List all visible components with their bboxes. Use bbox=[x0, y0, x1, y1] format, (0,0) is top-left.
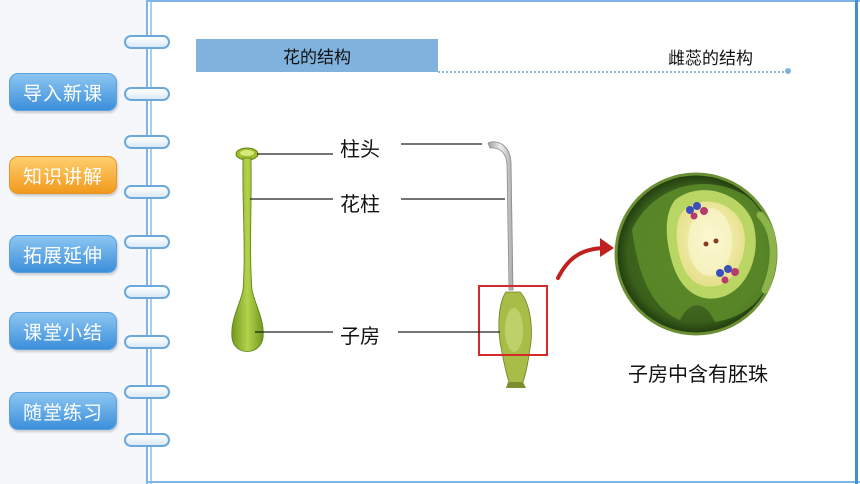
nav-button-label: 知识讲解 bbox=[22, 165, 103, 188]
binder-ring-icon bbox=[124, 385, 170, 399]
nav-button-knowledge[interactable]: 知识讲解 bbox=[9, 156, 117, 194]
binder-ring-icon bbox=[124, 433, 170, 447]
page-bottom-border bbox=[148, 481, 860, 483]
binder-ring-icon bbox=[124, 185, 170, 199]
curved-arrow-icon bbox=[556, 238, 614, 280]
section-title-bar: 花的结构 bbox=[196, 39, 438, 72]
page-title: 花的结构 bbox=[283, 48, 351, 68]
binder-ring-icon bbox=[124, 235, 170, 249]
ovary-highlight-box bbox=[478, 285, 548, 356]
binder-ring-icon bbox=[124, 285, 170, 299]
label-ovary: 子房 bbox=[340, 324, 380, 348]
nav-button-practice[interactable]: 随堂练习 bbox=[9, 392, 117, 430]
nav-button-label: 随堂练习 bbox=[22, 401, 103, 424]
page-top-border bbox=[148, 0, 860, 2]
binder-ring-icon bbox=[124, 35, 170, 49]
label-style: 花柱 bbox=[340, 192, 380, 216]
page-right-border bbox=[855, 0, 858, 484]
binder-ring-icon bbox=[124, 335, 170, 349]
nav-button-intro[interactable]: 导入新课 bbox=[9, 73, 117, 111]
pistil-green-illustration bbox=[231, 147, 264, 352]
diagram-caption: 子房中含有胚珠 bbox=[628, 362, 768, 386]
binder-ring-icon bbox=[124, 87, 170, 101]
divider-end-dot bbox=[785, 68, 791, 74]
header-dotted-divider bbox=[438, 71, 788, 73]
page-subtitle: 雌蕊的结构 bbox=[668, 49, 753, 69]
ovary-cross-section bbox=[614, 172, 778, 336]
nav-button-label: 导入新课 bbox=[22, 82, 103, 105]
nav-button-summary[interactable]: 课堂小结 bbox=[9, 312, 117, 350]
binder-ring-icon bbox=[124, 135, 170, 149]
nav-button-extension[interactable]: 拓展延伸 bbox=[9, 235, 117, 273]
nav-button-label: 课堂小结 bbox=[22, 321, 103, 344]
label-stigma: 柱头 bbox=[340, 137, 380, 161]
pistil-photo-illustration bbox=[487, 141, 532, 388]
nav-button-label: 拓展延伸 bbox=[22, 244, 103, 267]
